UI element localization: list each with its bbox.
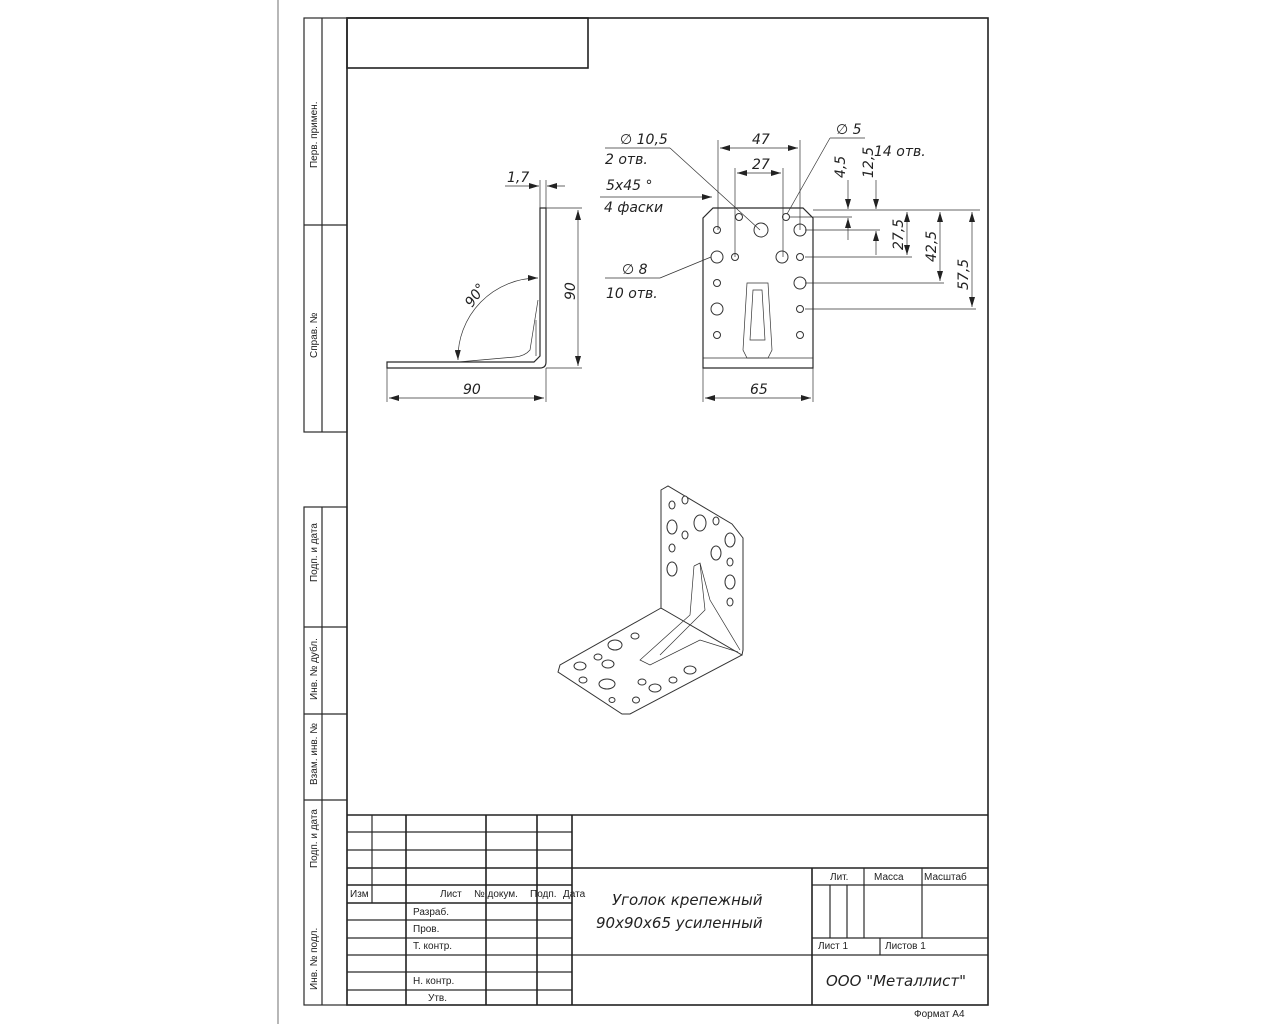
label-prov: Пров. xyxy=(413,924,439,935)
drawing-title-line2: 90x90x65 усиленный xyxy=(596,914,763,932)
note-hole-large-count: 2 отв. xyxy=(605,152,648,168)
label-inv-dubl: Инв. № дубл. xyxy=(308,638,320,700)
label-massa: Масса xyxy=(874,872,904,883)
side-view: 90 90 1,7 90° xyxy=(386,170,582,402)
label-sprav-no: Справ. № xyxy=(309,312,320,358)
label-podp-data-2: Подп. и дата xyxy=(309,809,320,868)
top-left-stamp-box xyxy=(346,17,589,69)
dim-27-5: 27,5 xyxy=(891,219,907,250)
note-hole-small-count: 14 отв. xyxy=(874,144,926,160)
label-masshtab: Масштаб xyxy=(924,871,967,883)
label-podp-data-1: Подп. и дата xyxy=(309,523,320,582)
note-hole-small: ∅ 5 xyxy=(836,122,862,138)
label-data: Дата xyxy=(563,889,586,900)
format-label: Формат А4 xyxy=(914,1009,965,1020)
dim-width-90: 90 xyxy=(463,382,481,398)
note-hole-large: ∅ 10,5 xyxy=(620,132,668,148)
label-sheets: Листов 1 xyxy=(885,941,926,952)
dim-57-5: 57,5 xyxy=(956,259,972,290)
label-utv: Утв. xyxy=(428,993,447,1004)
iso-holes xyxy=(573,495,736,704)
dim-angle: 90° xyxy=(462,281,489,311)
label-izm: Изм xyxy=(350,889,369,900)
label-dokum: № докум. xyxy=(474,889,518,900)
label-vzam-inv: Взам. инв. № xyxy=(309,723,320,785)
dim-27: 27 xyxy=(752,157,770,173)
label-perv-primen: Перв. примен. xyxy=(309,102,320,168)
note-hole-mid-count: 10 отв. xyxy=(606,286,658,302)
note-hole-mid: ∅ 8 xyxy=(622,262,648,278)
title-block: Изм Лист № докум. Подп. Дата Разраб. Про… xyxy=(347,814,988,1020)
label-razrab: Разраб. xyxy=(413,906,449,918)
dim-height-90: 90 xyxy=(563,282,579,300)
dim-65: 65 xyxy=(750,382,768,398)
label-list: Лист xyxy=(440,889,462,900)
isometric-view xyxy=(557,485,744,715)
note-chamfer: 5x45 ° xyxy=(606,178,652,194)
label-t-kontr: Т. контр. xyxy=(413,941,452,952)
company-name: ООО "Металлист" xyxy=(826,972,966,990)
note-chamfer-count: 4 фаски xyxy=(604,200,663,216)
label-podp: Подп. xyxy=(530,889,557,900)
dim-47: 47 xyxy=(752,132,770,148)
left-side-strip: Перв. примен. Справ. № Подп. и дата Инв.… xyxy=(303,17,348,1006)
label-lit: Лит. xyxy=(830,872,848,883)
label-sheet: Лист 1 xyxy=(818,941,849,952)
dim-12-5: 12,5 xyxy=(861,147,877,178)
label-n-kontr: Н. контр. xyxy=(413,976,454,987)
dim-42-5: 42,5 xyxy=(924,231,940,262)
drawing-title-line1: Уголок крепежный xyxy=(612,891,763,909)
front-view: 47 27 65 4,5 12,5 27,5 42,5 57,5 ∅ 10,5 … xyxy=(600,122,980,402)
label-inv-podl: Инв. № подл. xyxy=(309,928,320,990)
holes xyxy=(710,213,807,339)
dim-thickness: 1,7 xyxy=(507,170,529,186)
dim-4-5: 4,5 xyxy=(833,156,849,178)
